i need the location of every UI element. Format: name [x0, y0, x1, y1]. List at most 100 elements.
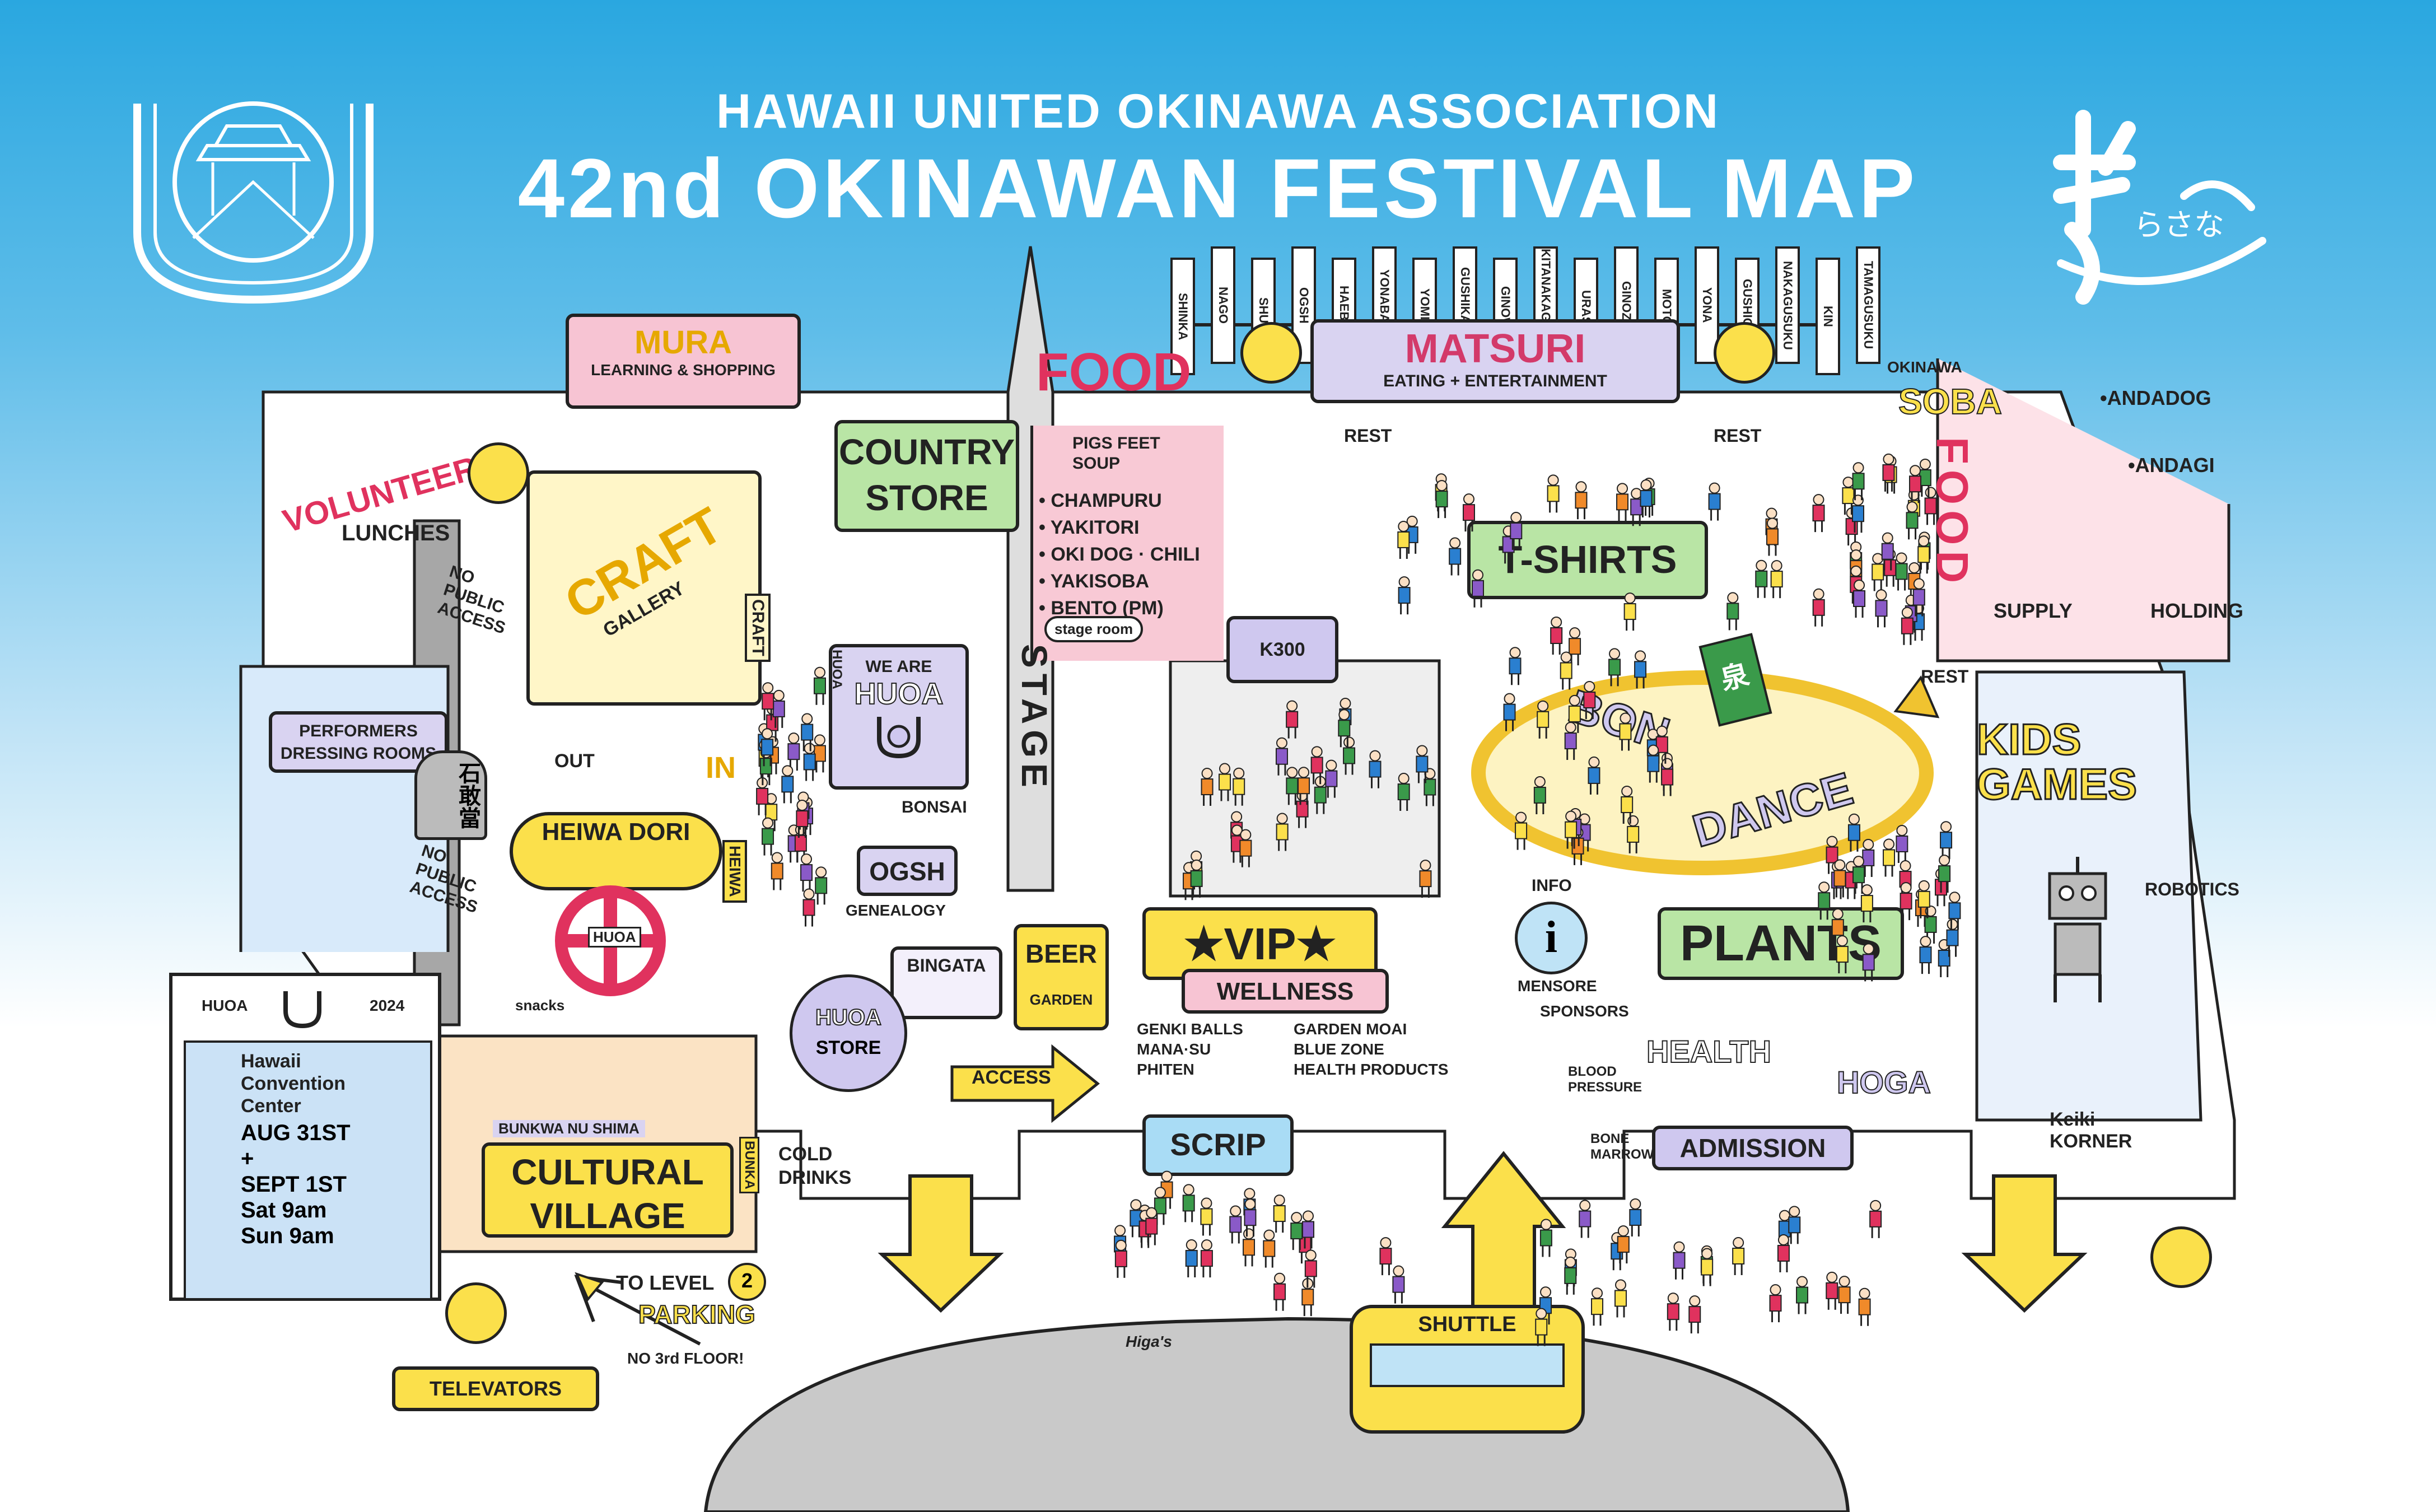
- health-label: HEALTH: [1646, 1033, 1772, 1070]
- craft-gallery[interactable]: CRAFT GALLERY: [526, 470, 762, 706]
- prefecture-banner: KIN: [1816, 258, 1840, 375]
- heiwa-huoa-label: HUOA: [588, 927, 641, 948]
- festival-date-line: Sat 9am: [241, 1198, 327, 1222]
- parking-label: PARKING: [638, 1299, 756, 1329]
- we-are-huoa-board[interactable]: WE ARE HUOA: [829, 644, 969, 790]
- higas-label: Higa's: [1126, 1333, 1172, 1350]
- huoa-side-label: HUOA: [829, 650, 844, 689]
- hoga-label: HOGA: [1836, 1064, 1931, 1100]
- shuttle-bus[interactable]: SHUTTLE: [1350, 1305, 1585, 1434]
- heiwa-dori-sign[interactable]: HEIWA DORI: [510, 812, 722, 890]
- food-menu-item: PIGS FEET SOUP: [1072, 434, 1160, 473]
- admission-sign[interactable]: ADMISSION: [1652, 1126, 1854, 1170]
- bonsai-label: BONSAI: [902, 798, 967, 816]
- huoa-logo: [133, 101, 374, 304]
- access-label: ACCESS: [972, 1067, 1051, 1088]
- beer-garden[interactable]: BEER GARDEN: [1014, 924, 1109, 1030]
- bingata-sign[interactable]: BINGATA: [890, 946, 1002, 1019]
- food-menu-item: • OKI DOG · CHILI: [1039, 544, 1200, 565]
- k300-speaker: K300: [1226, 616, 1338, 683]
- prefecture-banner: SHINKA: [1170, 258, 1195, 375]
- huoa-label: HUOA: [854, 676, 944, 711]
- restroom-icon[interactable]: [468, 442, 529, 504]
- huoa-store-label: STORE: [815, 1037, 881, 1058]
- rest-label-3: REST: [1921, 666, 1969, 687]
- stage-room-label: stage room: [1044, 616, 1144, 642]
- matsuri-subtitle: EATING + ENTERTAINMENT: [1383, 372, 1607, 390]
- garden-label: GARDEN: [1029, 991, 1093, 1008]
- matsuri-title: MATSURI: [1404, 326, 1586, 371]
- prefecture-banner: NAGO: [1211, 246, 1235, 364]
- food-menu-item: • BENTO (PM): [1039, 598, 1164, 619]
- bunka-label: BUNKA: [739, 1137, 759, 1193]
- restroom-icon[interactable]: [2150, 1226, 2212, 1288]
- wellness-vendors-right: GARDEN MOAI BLUE ZONE HEALTH PRODUCTS: [1294, 1020, 1449, 1078]
- rest-label-1: REST: [1344, 426, 1392, 446]
- wellness-sign[interactable]: WELLNESS: [1182, 969, 1389, 1014]
- scrip-sign[interactable]: SCRIP: [1142, 1114, 1294, 1176]
- stage-label: STAGE: [1014, 644, 1054, 793]
- festival-date-line: +: [241, 1146, 254, 1171]
- matsuri-sign[interactable]: MATSURI EATING + ENTERTAINMENT: [1310, 319, 1680, 403]
- restroom-icon[interactable]: [445, 1282, 507, 1344]
- food-panel[interactable]: PIGS FEET SOUP • CHAMPURU • YAKITORI • OKI …: [1030, 426, 1224, 661]
- snacks-label: snacks: [515, 997, 565, 1014]
- food-menu-item: • YAKISOBA: [1039, 571, 1150, 592]
- out-label: OUT: [554, 750, 595, 772]
- andagi-label: •ANDAGI: [2128, 454, 2215, 477]
- supply-label: SUPPLY: [1994, 599, 2073, 622]
- hcc-year-label: 2024: [370, 997, 405, 1014]
- blood-pressure-label: BLOOD PRESSURE: [1568, 1064, 1642, 1095]
- cultural-village-sign[interactable]: CULTURAL VILLAGE: [482, 1142, 734, 1238]
- craft-side-label: CRAFT: [745, 594, 771, 662]
- map-title: 42nd OKINAWAN FESTIVAL MAP: [517, 141, 1919, 235]
- robot-icon: [2048, 857, 2107, 1002]
- vip-sign[interactable]: ★VIP★: [1142, 907, 1378, 980]
- andadog-label: •ANDADOG: [2100, 386, 2211, 409]
- rest-label-2: REST: [1714, 426, 1762, 446]
- televators-sign[interactable]: TELEVATORS: [392, 1366, 599, 1411]
- to-level-label: TO LEVEL: [616, 1271, 715, 1294]
- calligraphy-logo: らさな: [2053, 110, 2266, 305]
- sponsors-label: SPONSORS: [1540, 1002, 1629, 1020]
- food-menu-item: • CHAMPURU: [1039, 490, 1162, 511]
- prefecture-banner: NAKAGUSUKU: [1775, 246, 1800, 364]
- svg-text:らさな: らさな: [2134, 208, 2224, 242]
- bone-marrow-label: BONE MARROW: [1590, 1131, 1654, 1162]
- heiwa-side-label: HEIWA: [722, 840, 747, 903]
- festival-date-line: SEPT 1ST: [241, 1172, 347, 1197]
- restroom-icon[interactable]: [1714, 322, 1775, 384]
- cold-drinks-label: COLD DRINKS: [778, 1144, 852, 1188]
- food-menu-list: PIGS FEET SOUP • CHAMPURU • YAKITORI • OKI …: [1033, 426, 1224, 629]
- stone-marker: 石敢當: [414, 750, 487, 840]
- we-are-label: WE ARE: [865, 657, 932, 676]
- huoa-store-top: HUOA: [815, 1005, 882, 1030]
- okinawa-label: OKINAWA: [1887, 358, 1962, 376]
- tshirts-sign[interactable]: T-SHIRTS: [1467, 521, 1708, 599]
- plants-sign[interactable]: PLANTS: [1658, 907, 1904, 980]
- kids-games-label: KIDS GAMES: [1976, 715, 2138, 809]
- mura-subtitle: LEARNING & SHOPPING: [591, 361, 776, 379]
- shuttle-label: SHUTTLE: [1418, 1313, 1516, 1336]
- mura-title: MURA: [634, 324, 732, 361]
- no-third-floor-label: NO 3rd FLOOR!: [627, 1350, 744, 1367]
- ogsh-sign[interactable]: OGSH: [857, 846, 958, 896]
- huoa-store[interactable]: HUOA STORE: [790, 974, 907, 1092]
- food-menu-item: • YAKITORI: [1039, 517, 1140, 538]
- bingata-label: BINGATA: [907, 955, 986, 976]
- restroom-icon[interactable]: [1240, 322, 1302, 384]
- info-icon[interactable]: i: [1515, 902, 1588, 974]
- hcc-label: Hawaii Convention Center: [241, 1051, 346, 1117]
- wellness-vendors-left: GENKI BALLS MANA·SU PHITEN: [1137, 1020, 1243, 1078]
- huoa-emblem-icon: [877, 717, 921, 759]
- info-label: INFO: [1532, 876, 1572, 895]
- food-right-label: FOOD: [1928, 437, 1977, 589]
- food-heading: FOOD: [1036, 342, 1192, 402]
- bunkwa-label: BUNKWA NU SHIMA: [493, 1120, 645, 1137]
- country-store-sign[interactable]: COUNTRY STORE: [834, 420, 1019, 532]
- mura-sign[interactable]: MURA LEARNING & SHOPPING: [566, 314, 801, 409]
- hcc-huoa-label: HUOA: [202, 997, 248, 1014]
- keiki-korner-label: Keiki KORNER: [2050, 1109, 2132, 1152]
